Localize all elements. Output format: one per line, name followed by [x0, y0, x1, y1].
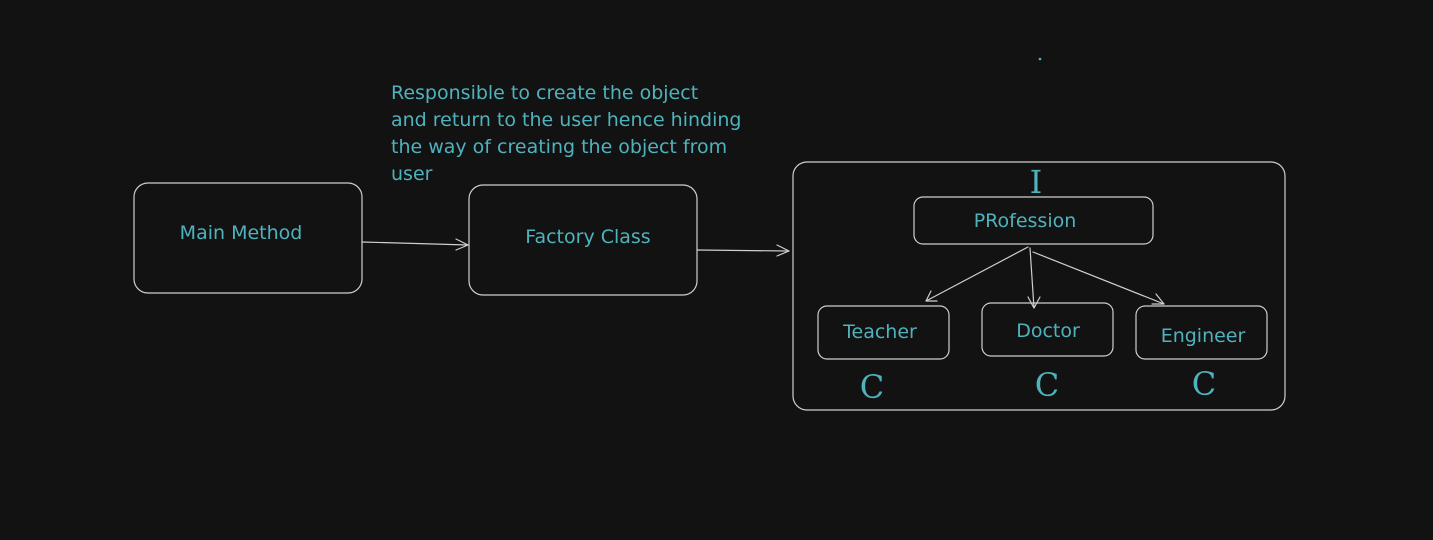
edge-factory-to-group: [696, 244, 790, 257]
doctor-class-marker: C: [1035, 366, 1059, 404]
profession-label: PRofession: [974, 210, 1077, 232]
factory-note: Responsible to create the object and ret…: [391, 82, 742, 185]
engineer-class-marker: C: [1192, 365, 1216, 403]
teacher-class-marker: C: [860, 368, 884, 406]
engineer-label: Engineer: [1161, 325, 1246, 347]
factory-class-label: Factory Class: [525, 226, 650, 248]
edge-profession-to-doctor: [1027, 247, 1041, 309]
factory-class-node[interactable]: Factory Class: [468, 184, 698, 296]
main-method-label: Main Method: [180, 222, 303, 244]
stray-dot: [1038, 57, 1042, 61]
factory-class-box: [468, 184, 698, 296]
arrowhead: [925, 290, 938, 302]
profession-group[interactable]: I PRofession Teacher Doctor: [792, 161, 1286, 411]
note-line-4: user: [391, 163, 433, 185]
arrowhead: [1027, 296, 1041, 309]
profession-box: [913, 196, 1154, 245]
main-method-node[interactable]: Main Method: [133, 182, 363, 294]
teacher-node[interactable]: Teacher: [817, 305, 950, 360]
teacher-box: [817, 305, 950, 360]
profession-group-box: [792, 161, 1286, 411]
edge-profession-to-teacher: [925, 246, 1029, 302]
doctor-node[interactable]: Doctor: [981, 302, 1114, 357]
doctor-box: [981, 302, 1114, 357]
profession-node[interactable]: PRofession: [913, 196, 1154, 245]
interface-marker: I: [1030, 163, 1043, 201]
arrowhead: [776, 244, 790, 257]
engineer-box: [1135, 305, 1268, 360]
main-method-box: [133, 182, 363, 294]
doctor-label: Doctor: [1016, 320, 1080, 342]
engineer-node[interactable]: Engineer: [1135, 305, 1268, 360]
note-line-1: Responsible to create the object: [391, 82, 698, 104]
edge-profession-to-engineer: [1032, 251, 1165, 305]
edge-main-to-factory: [361, 238, 469, 251]
note-line-2: and return to the user hence hinding: [391, 109, 742, 131]
arrowhead: [1151, 293, 1165, 305]
note-line-3: the way of creating the object from: [391, 136, 727, 158]
arrowhead: [455, 238, 469, 251]
teacher-label: Teacher: [842, 321, 917, 343]
